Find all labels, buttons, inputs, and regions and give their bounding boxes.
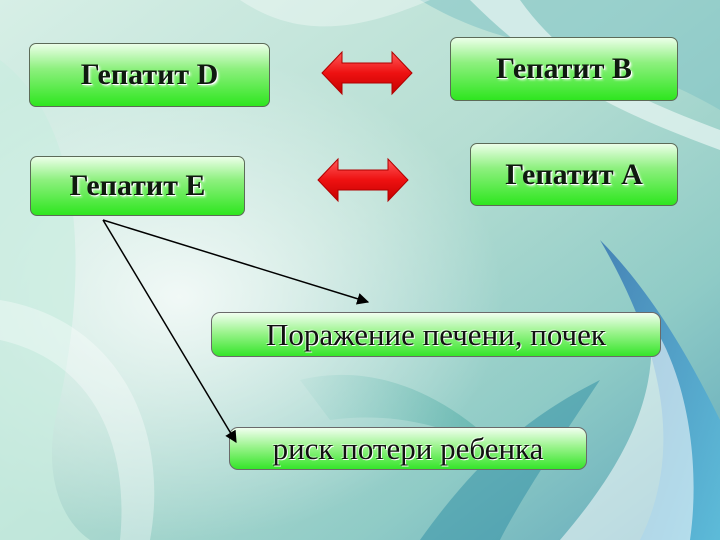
hepatitis-b-label: Гепатит B <box>496 52 632 85</box>
hepatitis-a-label: Гепатит A <box>505 157 643 191</box>
liver-kidney-damage-label: Поражение печени, почек <box>266 316 606 352</box>
hepatitis-e-box: Гепатит E <box>30 156 245 216</box>
hepatitis-d-label: Гепатит D <box>80 58 219 91</box>
hepatitis-b-box: Гепатит B <box>450 37 678 101</box>
hepatitis-a-box: Гепатит A <box>470 143 678 206</box>
hepatitis-e-label: Гепатит E <box>69 169 206 202</box>
hepatitis-d-box: Гепатит D <box>29 43 270 107</box>
child-loss-risk-label: риск потери ребенка <box>272 430 544 466</box>
liver-kidney-damage-box: Поражение печени, почек <box>211 312 661 357</box>
child-loss-risk-box: риск потери ребенка <box>229 427 587 470</box>
